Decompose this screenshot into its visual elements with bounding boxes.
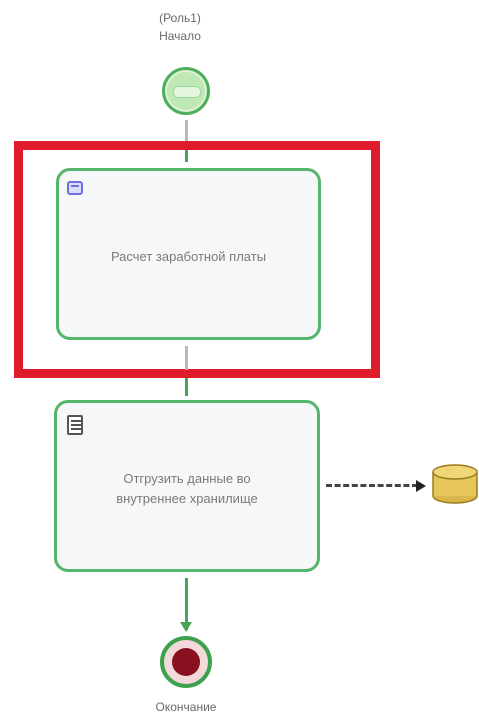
database-icon[interactable]: [430, 462, 479, 506]
task-label: Расчет заработной платы: [110, 249, 267, 264]
task-label-line1: Отгрузить данные во: [123, 471, 251, 486]
data-association[interactable]: [326, 484, 418, 487]
sequence-flow-middle[interactable]: [185, 346, 188, 370]
start-event[interactable]: [162, 67, 210, 115]
arrowhead-icon: [416, 480, 426, 492]
sequence-flow-end[interactable]: [185, 578, 188, 630]
end-event-icon: [172, 648, 200, 676]
sequence-flow-start[interactable]: [185, 120, 188, 148]
end-event-label: Окончание: [155, 700, 217, 714]
script-icon: [67, 415, 83, 435]
selection-highlight: [14, 141, 380, 378]
start-event-role-label: (Роль1): [159, 11, 201, 25]
flow-arrow-tip: [185, 378, 188, 396]
task-label-line2: внутреннее хранилище: [116, 491, 258, 506]
start-event-label: Начало: [159, 29, 201, 43]
task-payroll-calculation[interactable]: Расчет заработной платы: [56, 168, 321, 340]
arrowhead-icon: [180, 622, 192, 632]
flow-arrow-tip: [185, 148, 188, 162]
start-event-icon: [173, 86, 201, 98]
form-icon: [67, 181, 83, 195]
end-event[interactable]: [160, 636, 212, 688]
task-export-data[interactable]: Отгрузить данные во внутреннее хранилище: [54, 400, 320, 572]
